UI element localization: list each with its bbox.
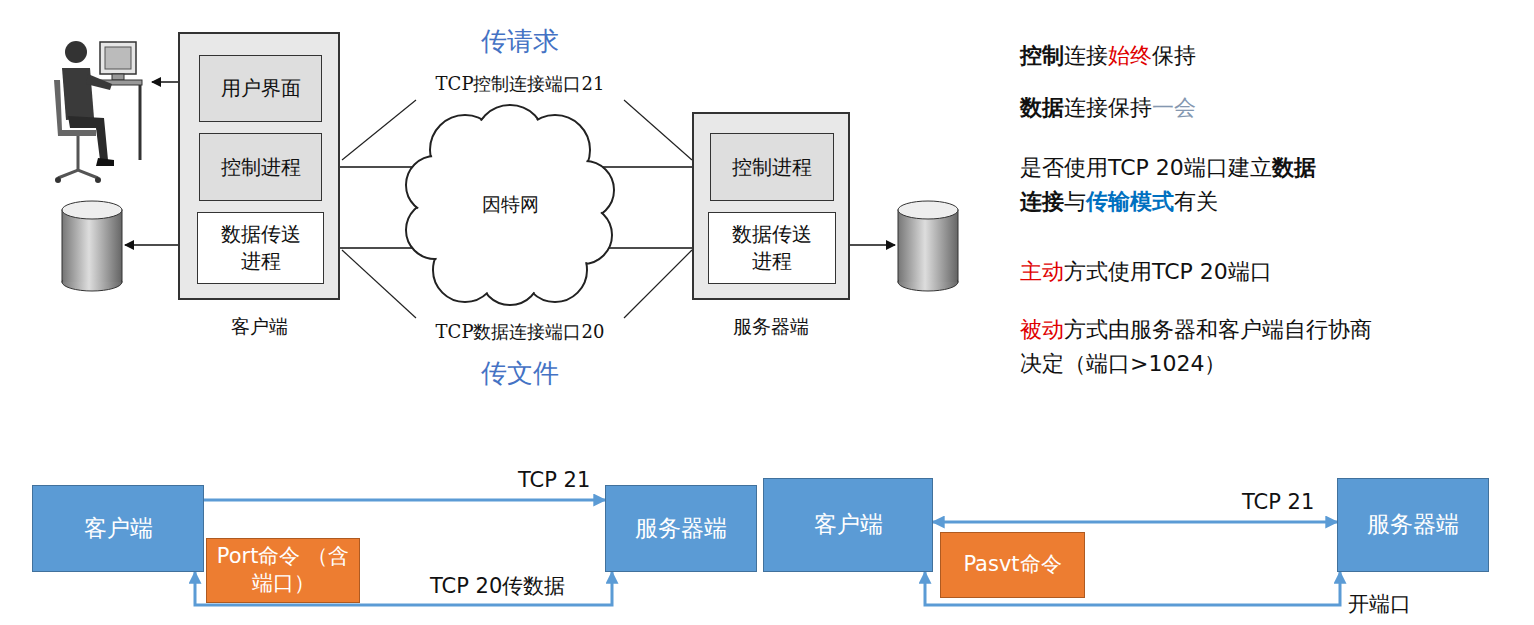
process-box: 控制进程 — [199, 133, 322, 201]
note-text: 是否使用TCP 20端口建立 — [1020, 155, 1272, 180]
note-text: 有关 — [1174, 189, 1218, 214]
person-at-computer — [54, 41, 142, 183]
command-box: Port命令 （含端口） — [206, 538, 360, 603]
note-line: 被动方式由服务器和客户端自行协商 — [1020, 315, 1372, 345]
box-label: Port命令 （含端口） — [215, 543, 351, 598]
note-text: 保持 — [1152, 43, 1196, 68]
box-label: 数据传送进程 — [212, 221, 309, 275]
box-heading: 客户端 — [231, 314, 288, 340]
edge-label: 开端口 — [1346, 590, 1413, 618]
edge-label: TCP 20传数据 — [428, 572, 567, 600]
process-box: 数据传送进程 — [197, 212, 324, 284]
client-box: 客户端 — [763, 478, 933, 572]
process-box: 数据传送进程 — [708, 212, 836, 284]
box-label: 因特网 — [482, 192, 539, 218]
note-text: 决定（端口>1024） — [1020, 351, 1226, 376]
process-box: 控制进程 — [710, 133, 834, 201]
box-label: 控制进程 — [221, 154, 301, 181]
box-label: 客户端 — [84, 514, 153, 544]
box-label: 客户端 — [814, 510, 883, 540]
note-line: 连接与传输模式有关 — [1020, 187, 1218, 217]
box-label: 用户界面 — [221, 75, 301, 102]
note-line: 决定（端口>1024） — [1020, 349, 1226, 379]
note-text: 被动 — [1020, 317, 1064, 342]
connection-arrow — [204, 499, 605, 502]
box-heading: 服务器端 — [733, 314, 809, 340]
command-box: Pasvt命令 — [940, 532, 1085, 598]
process-box: 用户界面 — [199, 55, 322, 122]
server-box: 服务器端控制进程数据传送进程 — [692, 112, 850, 300]
internet-cloud: 因特网 — [405, 105, 615, 305]
note-text: 连接 — [1064, 43, 1108, 68]
title-note: 传请求 — [481, 24, 559, 59]
note-text: 连接保持 — [1064, 95, 1152, 120]
note-text: 数据 — [1272, 155, 1316, 180]
box-label: 数据传送进程 — [723, 221, 821, 275]
edge-label: TCP控制连接端口21 — [434, 72, 607, 96]
box-label: 控制进程 — [732, 154, 812, 181]
bracket-lines — [342, 100, 692, 318]
box-label: Pasvt命令 — [963, 551, 1061, 578]
note-text: 与 — [1064, 189, 1086, 214]
server-box: 服务器端 — [1337, 478, 1489, 572]
note-line: 数据连接保持一会 — [1020, 93, 1196, 123]
note-text: 连接 — [1020, 189, 1064, 214]
title-note: 传文件 — [481, 356, 559, 391]
note-text: 方式由服务器和客户端自行协商 — [1064, 317, 1372, 342]
edge-label: TCP 21 — [1240, 490, 1316, 514]
box-label: 服务器端 — [635, 514, 727, 544]
note-text: 一会 — [1152, 95, 1196, 120]
client-box: 客户端用户界面控制进程数据传送进程 — [178, 32, 340, 300]
database-cylinder — [62, 201, 122, 291]
client-box: 客户端 — [32, 485, 204, 572]
note-text: 数据 — [1020, 95, 1064, 120]
note-text: 方式使用TCP 20端口 — [1064, 259, 1272, 284]
note-text: 传输模式 — [1086, 189, 1174, 214]
edge-label: TCP 21 — [516, 468, 592, 492]
server-box: 服务器端 — [605, 485, 757, 572]
connection-arrow — [933, 521, 1337, 524]
database-cylinder — [898, 201, 958, 291]
note-line: 主动方式使用TCP 20端口 — [1020, 257, 1272, 287]
note-text: 始终 — [1108, 43, 1152, 68]
note-text: 主动 — [1020, 259, 1064, 284]
box-label: 服务器端 — [1367, 510, 1459, 540]
note-line: 控制连接始终保持 — [1020, 41, 1196, 71]
note-text: 控制 — [1020, 43, 1064, 68]
edge-label: TCP数据连接端口20 — [434, 320, 607, 344]
note-line: 是否使用TCP 20端口建立数据 — [1020, 153, 1316, 183]
